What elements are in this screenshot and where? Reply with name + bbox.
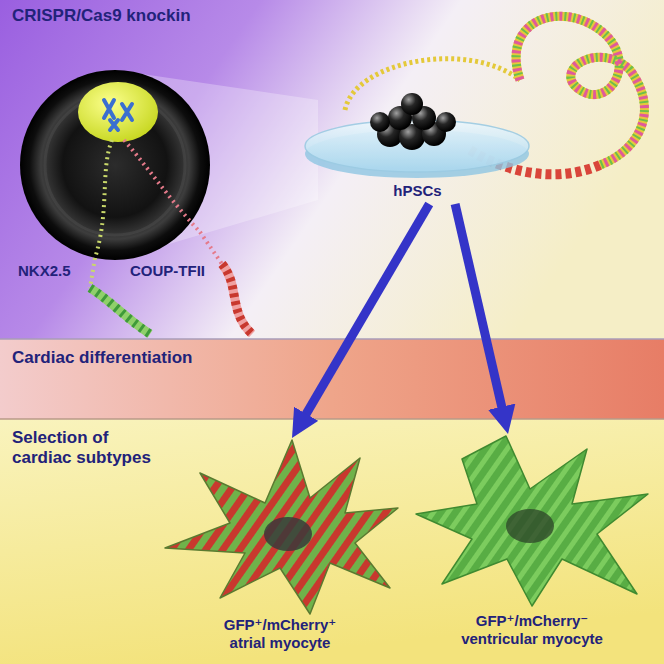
cell-culture-dish: hPSCs [300, 82, 535, 204]
cell-label: GFP⁺/mCherry⁺ atrial myocyte [214, 438, 346, 652]
ventricular-myocyte: GFP⁺/mCherry⁻ ventricular myocyte [412, 434, 652, 652]
section-band: Cardiac differentiation [0, 340, 664, 418]
section-heading: CRISPR/Cas9 knockin [12, 0, 292, 26]
differentiation-arrow [299, 204, 429, 426]
atrial-myocyte: GFP⁺/mCherry⁺ atrial myocyte [160, 438, 400, 656]
section-band: Selection of cardiac subtypes GFP⁺/mCherr… [0, 420, 664, 664]
section-heading: Selection of cardiac subtypes [12, 420, 162, 469]
section-heading: Cardiac differentiation [12, 340, 332, 368]
section-band: CRISPR/Cas9 knockin hPSCs [0, 0, 664, 338]
ventricular-shape [412, 434, 652, 612]
cell-label: GFP⁺/mCherry⁻ ventricular myocyte [452, 434, 612, 648]
stem-cell [401, 93, 423, 115]
stem-cell [370, 112, 390, 132]
gene-label: NKX2.5 [18, 262, 71, 279]
stem-cell [436, 112, 456, 132]
gene-label: COUP-TFII [130, 262, 205, 279]
dish-shape [300, 82, 535, 182]
atrial-shape [160, 438, 400, 616]
differentiation-arrow [455, 204, 505, 420]
cell-label: hPSCs [318, 82, 518, 200]
